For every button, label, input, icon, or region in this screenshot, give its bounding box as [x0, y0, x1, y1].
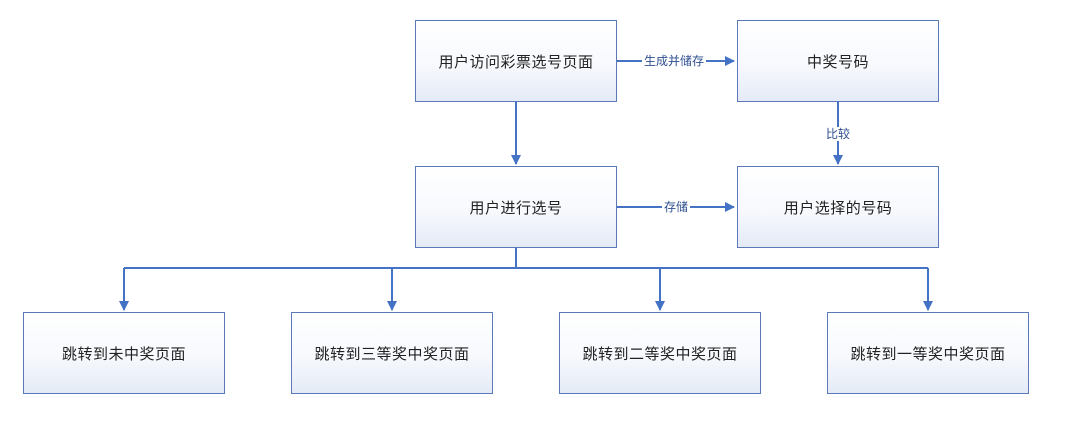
node-user-select: 用户进行选号 [415, 166, 617, 248]
node-no-prize: 跳转到未中奖页面 [23, 312, 225, 394]
node-first-prize: 跳转到一等奖中奖页面 [827, 312, 1029, 394]
edge-label-compare: 比较 [824, 127, 853, 141]
node-user-number: 用户选择的号码 [737, 166, 939, 248]
edge-label-store: 存储 [662, 200, 691, 214]
node-visit-page: 用户访问彩票选号页面 [415, 20, 617, 102]
node-third-prize: 跳转到三等奖中奖页面 [291, 312, 493, 394]
node-second-prize: 跳转到二等奖中奖页面 [559, 312, 761, 394]
edge-label-generate-store: 生成并储存 [642, 54, 707, 68]
node-winning-number: 中奖号码 [737, 20, 939, 102]
